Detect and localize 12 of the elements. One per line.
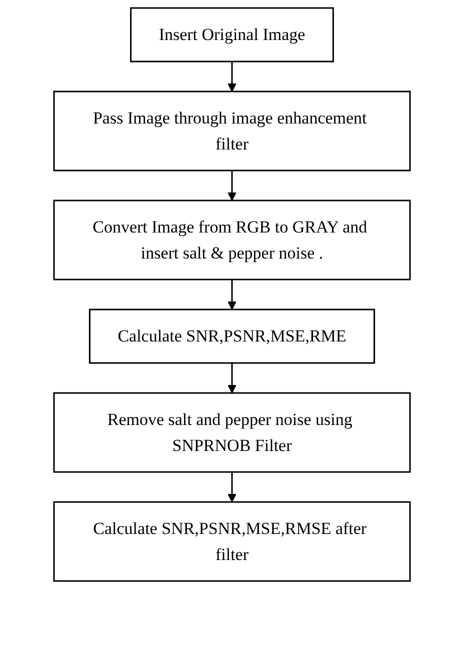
flowchart-drawing: Insert Original Image Pass Image through image enhancement filter Convert Image from RGB to GRAY and insert salt & pepper noise . Calculate SNR,PSNR,MSE,RME Remove salt and pepper noise using SNPRNOB Filter Calculate SNR,PSNR,MSE,RMSE after filter [46,0,418,589]
node-box [88,308,375,364]
node-box [52,501,410,582]
node-box [130,7,334,62]
node-box [52,392,410,473]
arrow [227,363,236,394]
arrow [227,280,236,310]
arrow [227,62,236,92]
node-box [52,200,410,280]
node-box [52,90,410,172]
arrow [227,170,236,201]
arrow [227,472,236,502]
